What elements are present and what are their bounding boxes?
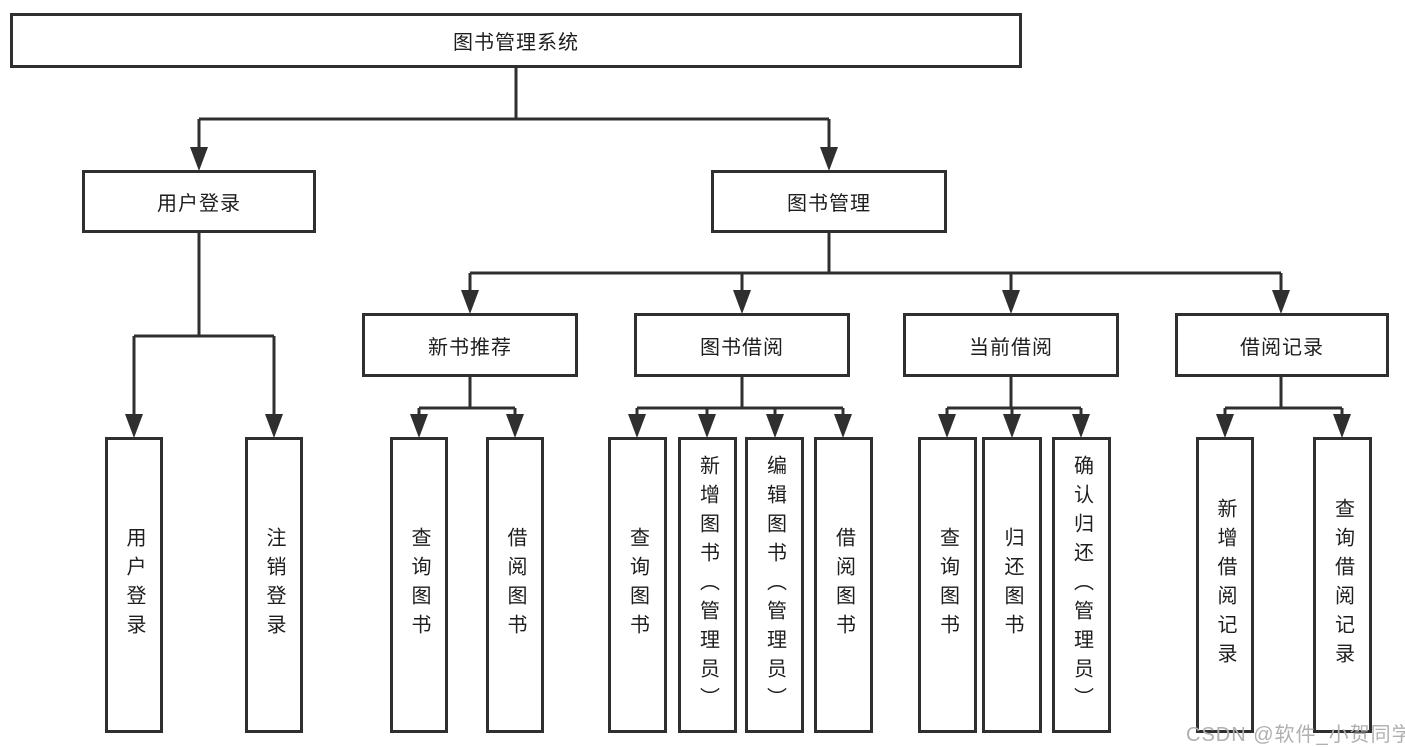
- leaf-borrow-books-recommend: 借阅图书: [486, 437, 544, 733]
- node-label: 借阅记录: [1240, 336, 1324, 359]
- leaf-user-login: 用户登录: [105, 437, 163, 733]
- arrow-down-icon: [1002, 290, 1020, 314]
- arrow-down-icon: [820, 147, 838, 171]
- leaf-logout: 注销登录: [245, 437, 303, 733]
- node-label: 确认归还（管理员）: [1070, 454, 1093, 716]
- node-book-management-branch: 图书管理: [711, 170, 947, 233]
- arrow-down-icon: [410, 414, 428, 438]
- leaf-query-books-recommend: 查询图书: [390, 437, 448, 733]
- node-label: 用户登录: [123, 527, 145, 643]
- arrow-down-icon: [461, 290, 479, 314]
- node-user-login-branch: 用户登录: [82, 170, 316, 233]
- arrow-down-icon: [1216, 414, 1234, 438]
- node-label: 用户登录: [157, 193, 241, 215]
- arrow-down-icon: [125, 414, 143, 438]
- node-label: 编辑图书（管理员）: [763, 454, 786, 716]
- arrow-down-icon: [698, 414, 716, 438]
- leaf-query-books-borrowing: 查询图书: [608, 437, 667, 733]
- node-label: 图书管理: [787, 193, 871, 215]
- leaf-query-books-current: 查询图书: [918, 437, 977, 733]
- node-label: 新增图书（管理员）: [696, 454, 719, 716]
- node-borrowing-records: 借阅记录: [1175, 313, 1389, 377]
- arrow-down-icon: [938, 414, 956, 438]
- arrow-down-icon: [190, 147, 208, 171]
- node-label: 新增借阅记录: [1214, 498, 1236, 672]
- arrow-down-icon: [265, 414, 283, 438]
- node-label: 借阅图书: [504, 527, 526, 643]
- node-new-book-recommend: 新书推荐: [362, 313, 578, 377]
- node-label: 新书推荐: [428, 336, 512, 359]
- arrow-down-icon: [834, 414, 852, 438]
- leaf-add-borrow-record: 新增借阅记录: [1196, 437, 1254, 733]
- leaf-borrow-books: 借阅图书: [814, 437, 873, 733]
- arrow-down-icon: [1333, 414, 1351, 438]
- arrow-down-icon: [1072, 414, 1090, 438]
- node-current-borrowing: 当前借阅: [903, 313, 1119, 377]
- node-root-system: 图书管理系统: [10, 13, 1022, 68]
- arrow-down-icon: [766, 414, 784, 438]
- watermark: CSDN @软件_小贺同学: [1186, 724, 1405, 746]
- arrow-down-icon: [1272, 290, 1290, 314]
- arrow-down-icon: [628, 414, 646, 438]
- node-label: 当前借阅: [969, 336, 1053, 359]
- leaf-query-borrow-record: 查询借阅记录: [1313, 437, 1372, 733]
- leaf-confirm-return-admin: 确认归还（管理员）: [1052, 437, 1111, 733]
- node-label: 查询借阅记录: [1331, 498, 1354, 672]
- leaf-return-books: 归还图书: [982, 437, 1042, 733]
- node-label: 查询图书: [408, 527, 430, 643]
- node-label: 查询图书: [626, 527, 649, 643]
- node-label: 查询图书: [936, 527, 959, 643]
- leaf-edit-book-admin: 编辑图书（管理员）: [745, 437, 804, 733]
- node-label: 借阅图书: [832, 527, 855, 643]
- node-label: 图书管理系统: [453, 32, 579, 54]
- leaf-add-book-admin: 新增图书（管理员）: [678, 437, 737, 733]
- node-label: 归还图书: [1001, 527, 1023, 643]
- node-label: 注销登录: [263, 527, 285, 643]
- arrow-down-icon: [733, 290, 751, 314]
- arrow-down-icon: [506, 414, 524, 438]
- node-book-borrowing: 图书借阅: [634, 313, 850, 377]
- arrow-down-icon: [1003, 414, 1021, 438]
- node-label: 图书借阅: [700, 336, 784, 359]
